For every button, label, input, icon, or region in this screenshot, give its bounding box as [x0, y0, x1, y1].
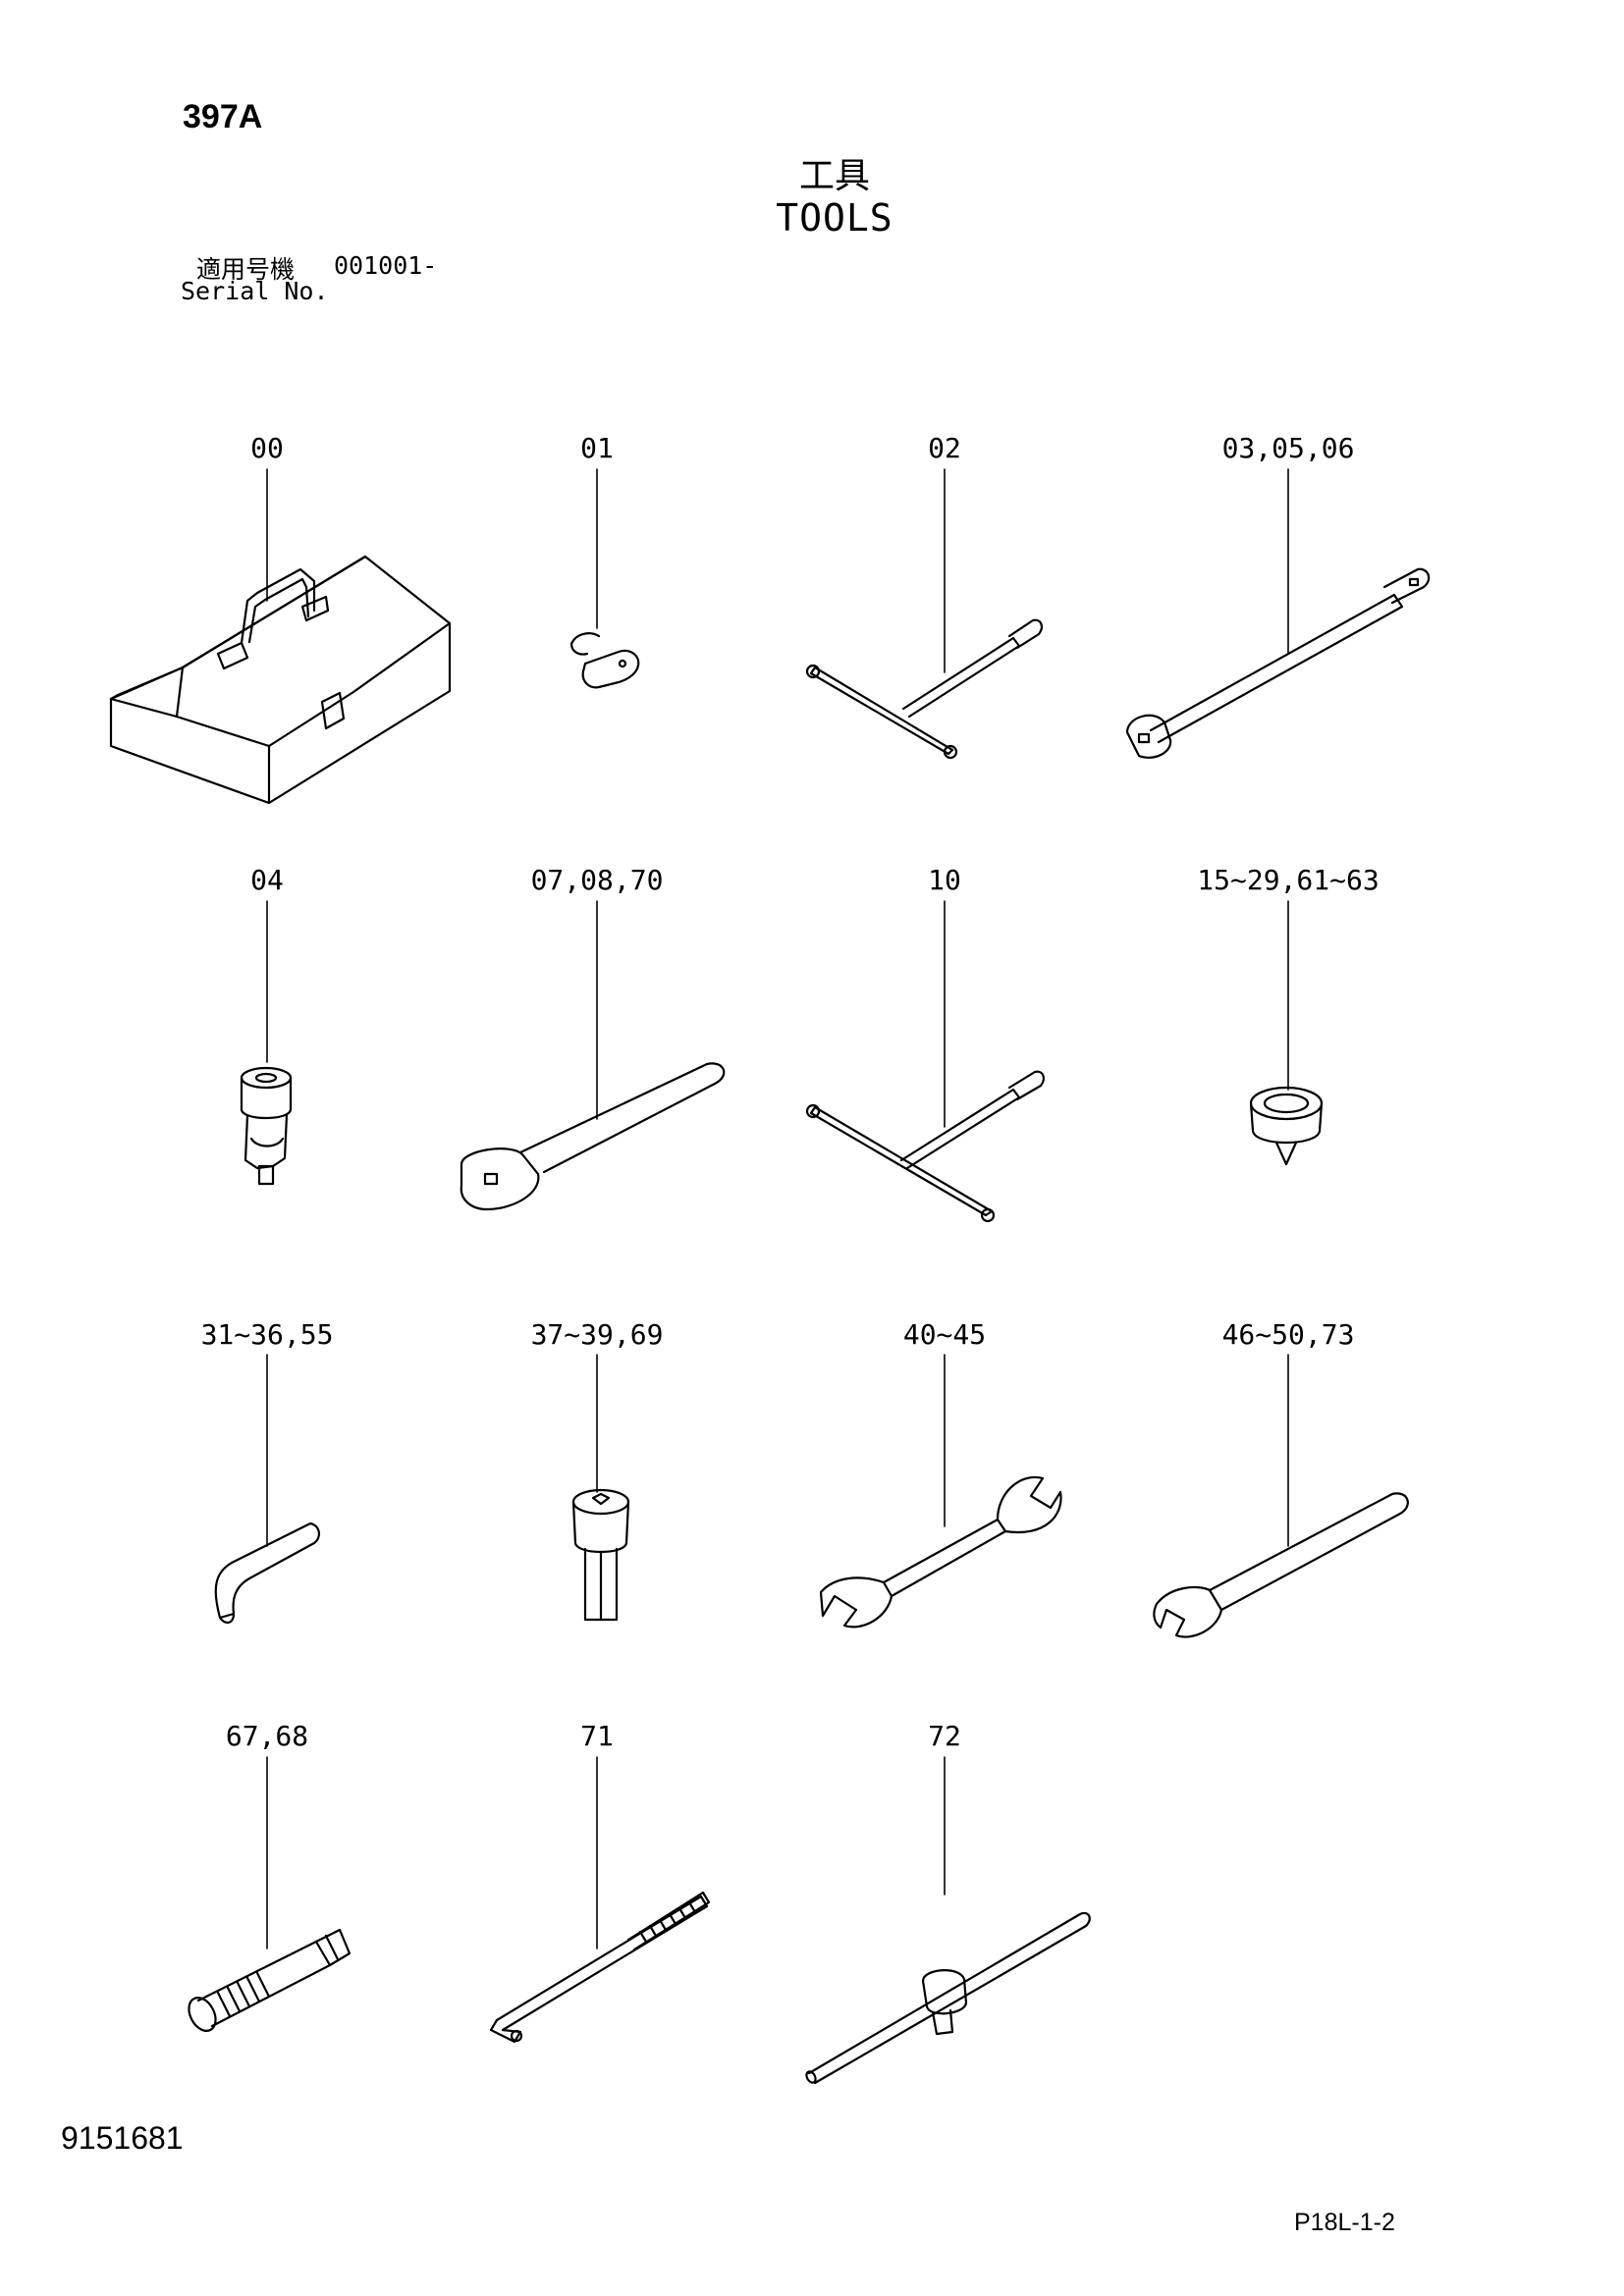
callout-label-10: 10	[928, 864, 961, 896]
threaded-adapter-icon	[188, 1928, 352, 2032]
page-title: TOOLS	[776, 196, 893, 240]
serial-number-range: 001001-	[334, 251, 438, 280]
callout-label-40-45: 40~45	[902, 1318, 987, 1351]
callout-label-03-05-06: 03,05,06	[1221, 432, 1355, 464]
hex-bit-socket-icon	[571, 1488, 630, 1622]
hex-key-icon	[214, 1522, 320, 1624]
socket-icon	[1249, 1086, 1324, 1166]
callout-label-04: 04	[250, 864, 284, 896]
threaded-rod-icon	[489, 1891, 711, 2044]
toolbox-icon	[109, 555, 452, 805]
callout-label-71: 71	[580, 1720, 614, 1752]
document-number: 9151681	[61, 2120, 184, 2156]
callout-label-31-36-55: 31~36,55	[200, 1318, 334, 1351]
callout-label-15-29-61-63: 15~29,61~63	[1197, 864, 1380, 896]
t-handle-socket-wrench-icon	[805, 618, 1043, 760]
callout-label-67-68: 67,68	[225, 1720, 309, 1752]
t-handle-socket-wrench-icon	[805, 1070, 1045, 1223]
serial-label-japanese: 適用号機	[196, 255, 296, 284]
callout-label-01: 01	[580, 432, 614, 464]
single-open-end-wrench-icon	[1153, 1492, 1409, 1638]
ratchet-handle-icon	[460, 1062, 726, 1211]
double-open-end-wrench-icon	[819, 1475, 1062, 1629]
callout-label-07-08-70: 07,08,70	[530, 864, 664, 896]
serial-label: Serial No.	[181, 277, 329, 305]
page-title-japanese: 工具	[798, 156, 870, 196]
callout-label-02: 02	[928, 432, 961, 464]
extension-bar-icon	[1125, 567, 1431, 759]
callout-label-00: 00	[250, 432, 284, 464]
sliding-t-handle-icon	[805, 1911, 1091, 2085]
universal-joint-icon	[240, 1066, 293, 1186]
page-code: 397A	[183, 98, 263, 135]
callout-label-72: 72	[928, 1720, 961, 1752]
page-reference: P18L-1-2	[1294, 2209, 1395, 2236]
callout-label-37-39-69: 37~39,69	[530, 1318, 664, 1351]
callout-label-46-50-73: 46~50,73	[1221, 1318, 1355, 1351]
key-icon	[569, 632, 640, 689]
